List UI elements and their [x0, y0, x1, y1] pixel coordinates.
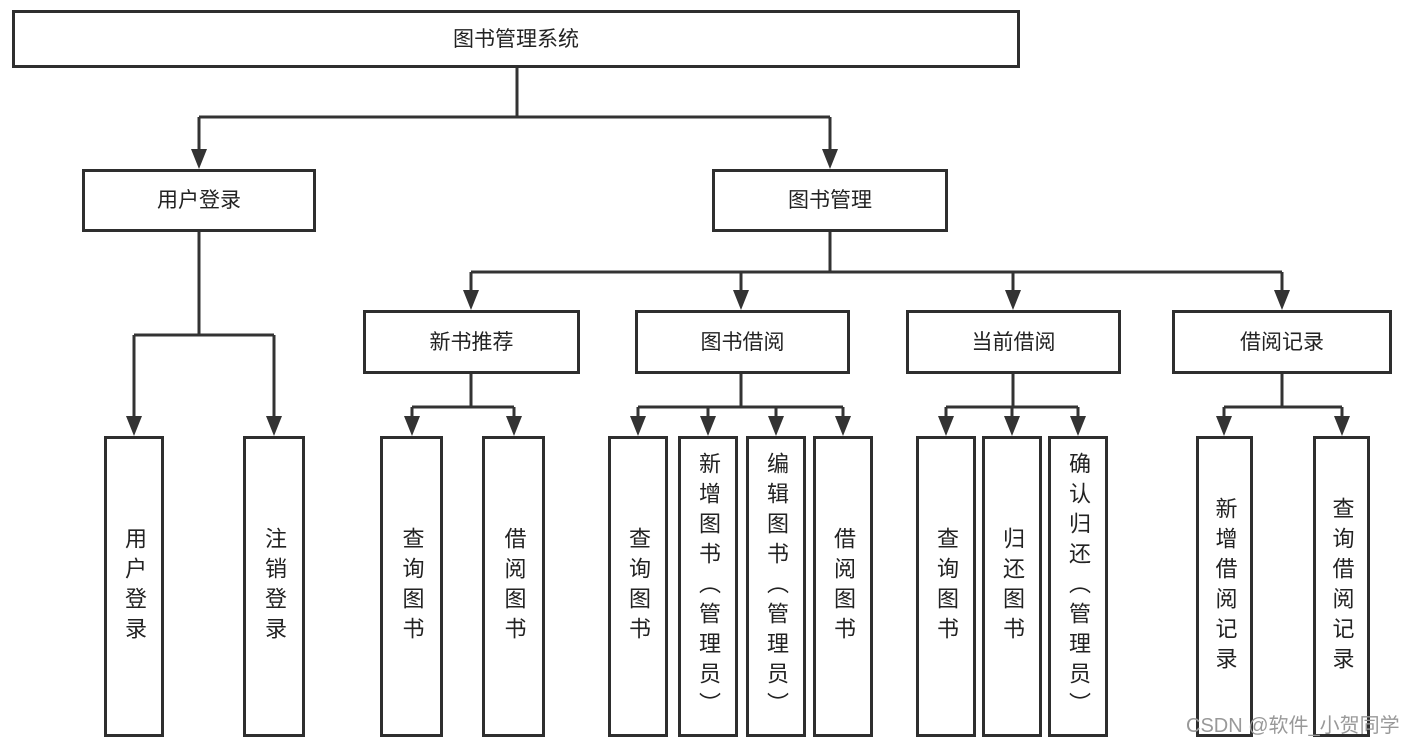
leaf-borrowing-borrow-books: 借阅图书 [813, 436, 873, 737]
node-root-label: 图书管理系统 [453, 27, 579, 51]
leaf-confirm-return-admin-label: 确认归还（管理员） [1066, 451, 1091, 722]
leaf-logout: 注销登录 [243, 436, 305, 737]
leaf-add-borrow-record: 新增借阅记录 [1196, 436, 1253, 737]
leaf-borrowing-query-books: 查询图书 [608, 436, 668, 737]
leaf-query-borrow-record: 查询借阅记录 [1313, 436, 1370, 737]
leaf-add-books-admin: 新增图书（管理员） [678, 436, 738, 737]
leaf-logout-label: 注销登录 [262, 526, 287, 647]
leaf-borrowing-query-books-label: 查询图书 [626, 526, 651, 647]
leaf-confirm-return-admin: 确认归还（管理员） [1048, 436, 1108, 737]
leaf-recommend-query-books: 查询图书 [380, 436, 443, 737]
leaf-add-books-admin-label: 新增图书（管理员） [696, 451, 721, 722]
node-new-book-recommend-label: 新书推荐 [429, 330, 514, 354]
node-user-login: 用户登录 [82, 169, 316, 232]
leaf-recommend-borrow-books-label: 借阅图书 [501, 526, 527, 647]
node-book-borrowing: 图书借阅 [635, 310, 850, 374]
node-borrow-record-label: 借阅记录 [1240, 330, 1324, 354]
leaf-current-query-books-label: 查询图书 [934, 526, 959, 647]
connector-book-mgmt-to-level3 [463, 232, 1290, 310]
leaf-recommend-query-books-label: 查询图书 [399, 526, 425, 647]
leaf-borrowing-borrow-books-label: 借阅图书 [831, 526, 856, 647]
node-current-borrowing: 当前借阅 [906, 310, 1121, 374]
node-user-login-label: 用户登录 [157, 189, 241, 212]
node-book-management-label: 图书管理 [788, 189, 872, 212]
leaf-return-books-label: 归还图书 [1000, 526, 1025, 647]
connector-record-to-leaves [1216, 374, 1350, 436]
leaf-current-query-books: 查询图书 [916, 436, 976, 737]
node-root: 图书管理系统 [12, 10, 1020, 68]
connector-recommend-to-leaves [404, 374, 522, 436]
node-book-borrowing-label: 图书借阅 [700, 330, 785, 354]
leaf-recommend-borrow-books: 借阅图书 [482, 436, 545, 737]
connector-root-to-level2 [191, 68, 838, 169]
leaf-query-borrow-record-label: 查询借阅记录 [1329, 496, 1355, 677]
leaf-add-borrow-record-label: 新增借阅记录 [1212, 496, 1238, 677]
node-book-management: 图书管理 [712, 169, 948, 232]
leaf-user-login: 用户登录 [104, 436, 164, 737]
leaf-return-books: 归还图书 [982, 436, 1042, 737]
leaf-edit-books-admin-label: 编辑图书（管理员） [764, 451, 789, 722]
node-new-book-recommend: 新书推荐 [363, 310, 580, 374]
leaf-user-login-label: 用户登录 [122, 526, 147, 647]
node-borrow-record: 借阅记录 [1172, 310, 1392, 374]
node-current-borrowing-label: 当前借阅 [971, 330, 1056, 354]
csdn-watermark: CSDN @软件_小贺同学 [1186, 715, 1400, 737]
connector-current-to-leaves [938, 374, 1086, 436]
connector-borrowing-to-leaves [630, 374, 851, 436]
connector-user-login-to-leaves [126, 232, 282, 436]
leaf-edit-books-admin: 编辑图书（管理员） [746, 436, 806, 737]
